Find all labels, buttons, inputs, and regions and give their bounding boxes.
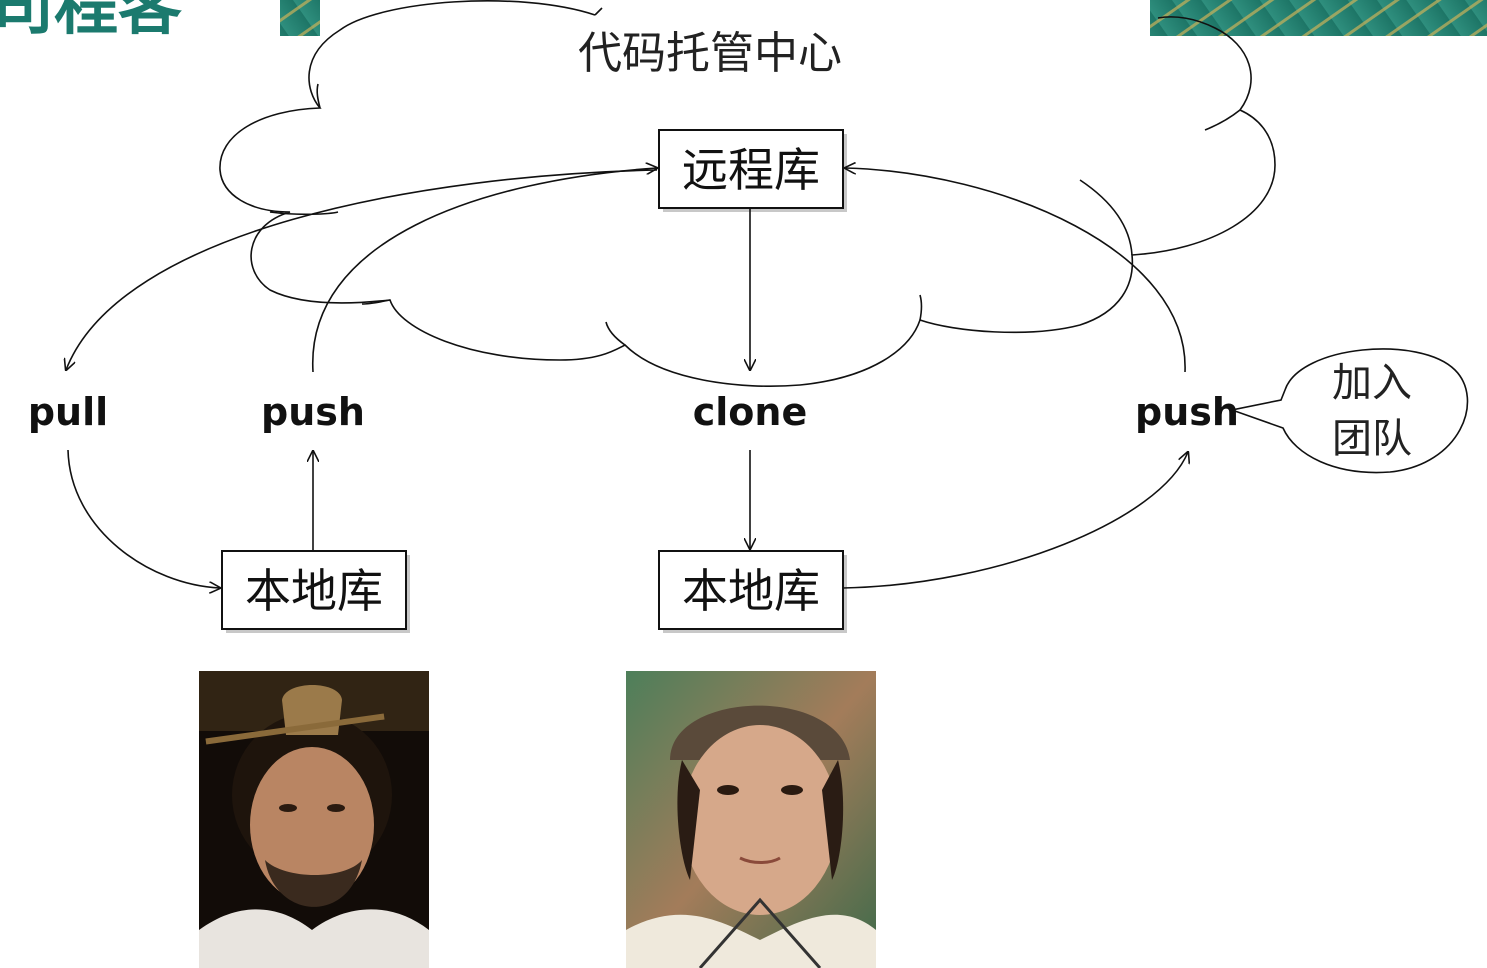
join-team-bubble: 加入 团队	[1229, 348, 1469, 474]
remote-repo-label: 远程库	[682, 143, 820, 197]
cloud-title: 代码托管中心	[578, 28, 842, 79]
arrow-push-to-remote-left	[312, 168, 657, 373]
pull-label: pull	[28, 390, 108, 434]
header-banner: 司程客	[0, 0, 1487, 44]
photo-left	[199, 671, 429, 968]
local-repo-box-left: 本地库	[221, 550, 410, 633]
local-repo-box-right: 本地库	[658, 550, 847, 633]
photo-right	[626, 671, 876, 968]
local-repo-left-label: 本地库	[245, 564, 383, 618]
join-team-line2: 团队	[1332, 416, 1412, 462]
arrow-push-to-remote-right	[845, 168, 1186, 373]
join-team-line1: 加入	[1332, 360, 1412, 406]
arrows	[66, 168, 1188, 588]
arrow-local-to-push-right	[842, 452, 1188, 589]
local-repo-right-label: 本地库	[682, 564, 820, 618]
clone-label: clone	[693, 390, 807, 434]
remote-repo-box: 远程库	[658, 129, 847, 212]
cloud-shape	[219, 0, 1276, 387]
push-right-label: push	[1135, 390, 1239, 434]
logo-text: 司程客	[0, 0, 182, 44]
arrow-remote-to-pull	[66, 169, 658, 370]
arrow-pull-to-local	[67, 449, 220, 588]
push-left-label: push	[261, 390, 365, 434]
